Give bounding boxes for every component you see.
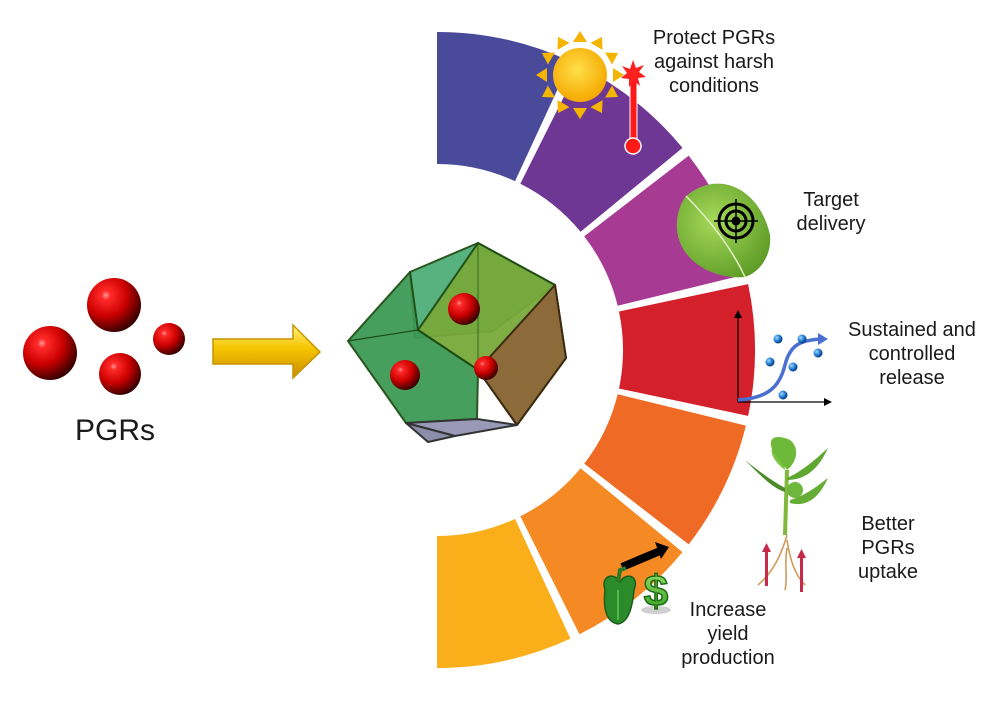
ring-segment-indigo xyxy=(437,32,571,182)
benefit-label-uptake: Better PGRs uptake xyxy=(857,513,919,583)
benefit-label-release: Sustained and controlled release xyxy=(848,319,976,389)
sun-ray xyxy=(573,31,587,42)
pgr-sphere xyxy=(153,323,185,355)
up-arrow-icon xyxy=(762,543,806,592)
sun-ray xyxy=(605,85,619,98)
pgr-molecules xyxy=(23,278,185,395)
encapsulated-pgr-sphere xyxy=(474,356,498,380)
benefit-label-yield: Increase yield production xyxy=(681,599,775,669)
benefit-label-protect: Protect PGRs against harsh conditions xyxy=(652,27,776,97)
sun-ray xyxy=(541,52,555,65)
sun-ray xyxy=(541,85,555,98)
benefit-label-target: Target delivery xyxy=(796,189,866,235)
sun-ray xyxy=(613,68,624,82)
yellow-arrow-right-icon xyxy=(212,323,322,380)
dollar-icon: $ xyxy=(641,566,671,617)
pgr-sphere xyxy=(99,353,141,395)
ring-segment-red xyxy=(618,284,755,416)
pgr-sphere xyxy=(23,326,77,380)
target-crosshair-icon xyxy=(714,199,758,243)
pgrs-label: PGRs xyxy=(74,414,155,447)
sun-ray xyxy=(590,100,603,114)
release-curve-graph-icon xyxy=(734,310,832,406)
sun-ray xyxy=(590,36,603,50)
ring-segment-orange xyxy=(520,468,683,635)
rhombic-dodecahedron-carrier-icon xyxy=(347,242,567,443)
ring-segment-orange-red xyxy=(584,394,746,545)
trend-arrow-icon xyxy=(620,542,669,571)
sun-ray xyxy=(536,68,547,82)
ring-segment-amber xyxy=(437,518,571,668)
sun-ray xyxy=(557,100,570,114)
thermometer-icon xyxy=(621,60,646,155)
pgr-sphere xyxy=(87,278,141,332)
encapsulated-pgr-sphere xyxy=(448,293,480,325)
bell-pepper-icon xyxy=(603,566,637,625)
sun-ray xyxy=(557,36,570,50)
seedling-icon xyxy=(745,437,828,591)
sun-icon xyxy=(536,31,624,119)
encapsulated-pgr-sphere xyxy=(390,360,420,390)
sun-ray xyxy=(573,108,587,119)
sun-ray xyxy=(605,52,619,65)
svg-text:$: $ xyxy=(644,567,668,616)
